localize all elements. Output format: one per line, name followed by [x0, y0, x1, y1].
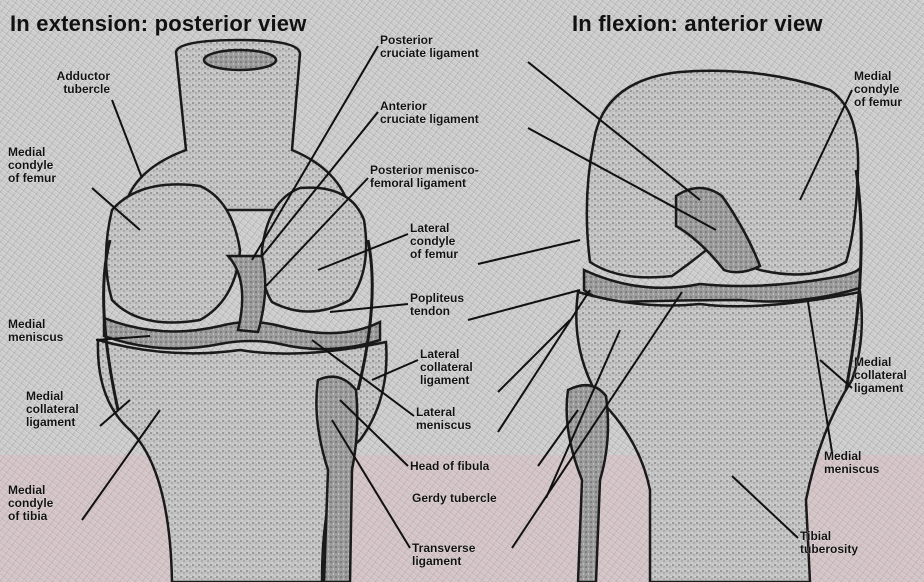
left-femur-cut	[204, 50, 276, 70]
right-knee-anterior	[567, 71, 862, 582]
label-medial-condyle-femur-right: Medial condyle of femur	[854, 70, 902, 109]
label-transverse-ligament: Transverse ligament	[412, 542, 475, 568]
label-posterior-meniscofemoral: Posterior menisco- femoral ligament	[370, 164, 479, 190]
label-posterior-cruciate: Posterior cruciate ligament	[380, 34, 479, 60]
leader-lateral-collateral-2	[498, 320, 570, 392]
label-lateral-condyle-femur: Lateral condyle of femur	[410, 222, 458, 261]
label-lateral-collateral: Lateral collateral ligament	[420, 348, 473, 387]
label-medial-collateral-left: Medial collateral ligament	[26, 390, 79, 429]
label-gerdy-tubercle: Gerdy tubercle	[412, 492, 497, 505]
label-medial-condyle-femur-left: Medial condyle of femur	[8, 146, 56, 185]
leader-lateral-condyle-femur-2	[478, 240, 580, 264]
label-medial-meniscus-left: Medial meniscus	[8, 318, 63, 344]
right-fibula	[567, 385, 608, 582]
label-anterior-cruciate: Anterior cruciate ligament	[380, 100, 479, 126]
leader-adductor-tubercle	[112, 100, 142, 178]
label-lateral-meniscus: Lateral meniscus	[416, 406, 471, 432]
heading-posterior-view: In extension: posterior view	[10, 12, 307, 36]
label-medial-condyle-tibia: Medial condyle of tibia	[8, 484, 53, 523]
label-head-of-fibula: Head of fibula	[410, 460, 489, 473]
label-tibial-tuberosity: Tibial tuberosity	[800, 530, 858, 556]
label-adductor-tubercle: Adductor tubercle	[14, 70, 110, 96]
leader-popliteus-tendon-2	[468, 290, 580, 320]
left-medial-condyle	[106, 184, 240, 322]
heading-anterior-view: In flexion: anterior view	[572, 12, 823, 36]
left-lateral-condyle	[262, 188, 366, 312]
label-medial-collateral-right: Medial collateral ligament	[854, 356, 907, 395]
label-medial-meniscus-right: Medial meniscus	[824, 450, 879, 476]
label-popliteus-tendon: Popliteus tendon	[410, 292, 464, 318]
leader-medial-condyle-tibia	[82, 410, 160, 520]
